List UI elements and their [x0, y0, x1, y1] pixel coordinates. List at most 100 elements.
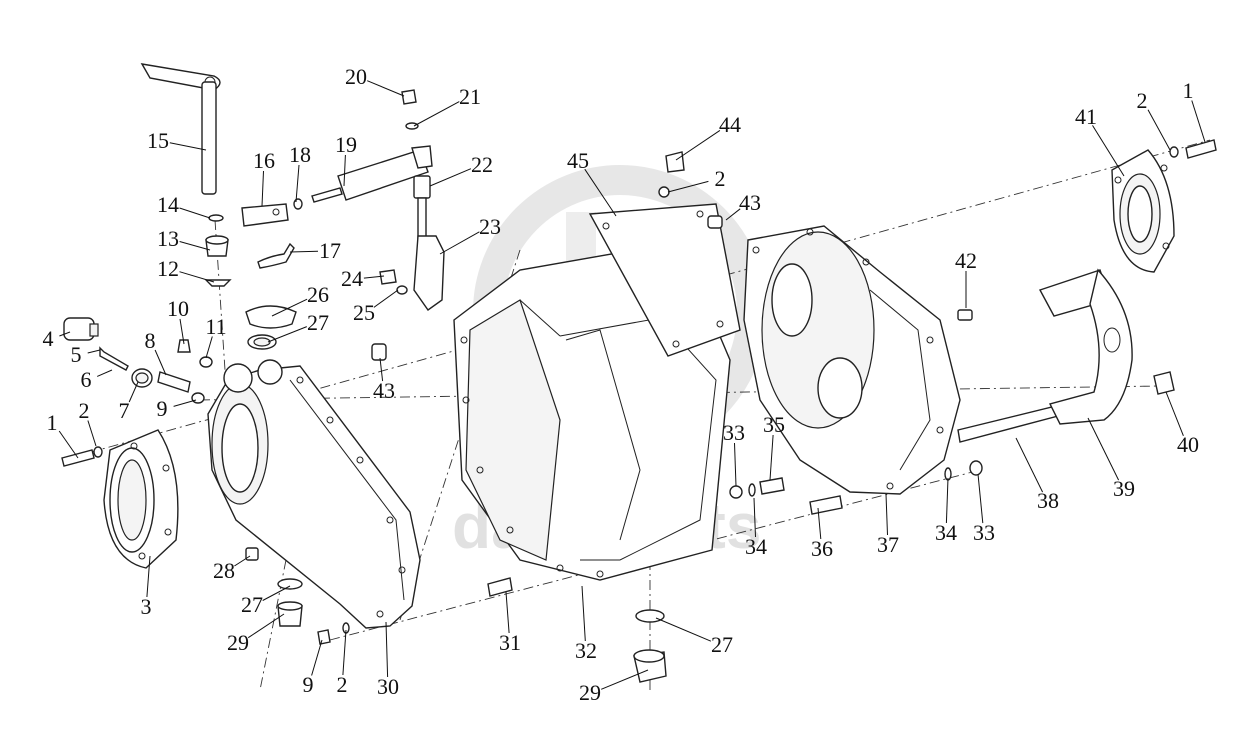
- fork-39: [1038, 268, 1133, 425]
- leader-line: [584, 168, 617, 217]
- callout-label: 11: [205, 314, 226, 339]
- callout-label: 32: [575, 638, 597, 663]
- callout-label: 36: [811, 536, 833, 561]
- callout-c45: 45: [567, 148, 617, 217]
- callout-label: 15: [147, 128, 169, 153]
- callout-label: 45: [567, 148, 589, 173]
- leader-line: [295, 164, 300, 203]
- callout-label: 23: [479, 214, 501, 239]
- callout-c33a: 33: [723, 420, 745, 487]
- callout-c29b: 29: [579, 669, 649, 705]
- leader-line: [1165, 391, 1184, 436]
- callout-label: 43: [739, 190, 761, 215]
- callout-c32: 32: [575, 585, 597, 663]
- callout-c33b: 33: [973, 473, 995, 545]
- flange-41: [1111, 149, 1175, 273]
- callout-c41: 41: [1075, 104, 1125, 177]
- stud-31: [487, 577, 513, 597]
- callout-c2c: 2: [667, 166, 726, 193]
- callout-label: 2: [337, 672, 348, 697]
- callout-label: 21: [459, 84, 481, 109]
- callout-c42: 42: [955, 248, 977, 308]
- callout-label: 39: [1113, 476, 1135, 501]
- callout-c2b: 2: [1137, 88, 1171, 151]
- callout-c18: 18: [289, 142, 311, 203]
- callout-c15: 15: [147, 128, 207, 153]
- callout-c34a: 34: [745, 497, 767, 559]
- bolt-44: [665, 151, 685, 173]
- callout-c27a: 27: [267, 310, 329, 343]
- nut-9-lower: [317, 629, 331, 645]
- callout-c20: 20: [345, 64, 405, 97]
- callout-c34b: 34: [935, 477, 957, 545]
- callout-c29a: 29: [227, 613, 285, 655]
- leader-line: [373, 289, 399, 308]
- leader-line: [262, 585, 291, 601]
- nut-33-right: [969, 460, 983, 476]
- callout-label: 1: [47, 410, 58, 435]
- callout-label: 20: [345, 64, 367, 89]
- leader-line: [945, 477, 949, 524]
- rod-22: [413, 175, 431, 239]
- callout-c26: 26: [271, 282, 329, 317]
- leader-line: [205, 336, 213, 359]
- leader-line: [385, 621, 389, 678]
- callout-label: 27: [711, 632, 733, 657]
- leader-line: [655, 617, 712, 642]
- callout-label: 16: [253, 148, 275, 173]
- callout-c4: 4: [43, 326, 71, 351]
- callout-label: 2: [1137, 88, 1148, 113]
- callout-label: 24: [341, 266, 363, 291]
- leader-line: [179, 241, 211, 251]
- nut-33-left: [729, 485, 743, 499]
- shift-lever: [140, 63, 221, 195]
- callout-label: 22: [471, 152, 493, 177]
- callout-c30: 30: [377, 621, 399, 699]
- leader-line: [179, 318, 185, 345]
- leader-line: [128, 381, 139, 403]
- leader-line: [173, 399, 197, 407]
- callout-c3: 3: [141, 555, 152, 619]
- callout-label: 28: [213, 558, 235, 583]
- leader-line: [439, 231, 480, 255]
- leader-line: [261, 170, 264, 207]
- callout-label: 30: [377, 674, 399, 699]
- switch-4: [63, 317, 99, 341]
- callout-c11: 11: [205, 314, 227, 359]
- callout-c44: 44: [675, 112, 741, 161]
- stud-35: [759, 477, 785, 495]
- leader-line: [146, 555, 151, 598]
- callout-c16: 16: [253, 148, 275, 207]
- leader-line: [601, 669, 649, 690]
- leader-line: [271, 298, 308, 317]
- callout-label: 5: [71, 342, 82, 367]
- nut-20: [401, 89, 417, 105]
- leader-line: [342, 629, 347, 676]
- callout-c7: 7: [119, 381, 139, 423]
- callout-label: 6: [81, 367, 92, 392]
- pin-17: [257, 242, 295, 269]
- callout-label: 4: [43, 326, 54, 351]
- pin-6: [99, 346, 129, 371]
- leader-line: [581, 585, 586, 642]
- callout-c2a: 2: [79, 398, 97, 447]
- leader-line: [97, 369, 113, 377]
- leader-line: [1191, 100, 1206, 143]
- washer-18: [293, 198, 303, 210]
- callout-label: 25: [353, 300, 375, 325]
- callout-c13: 13: [157, 226, 211, 251]
- nut-11: [199, 356, 213, 368]
- leader-line: [367, 80, 405, 97]
- shaft-38: [957, 405, 1059, 443]
- callout-label: 1: [1183, 78, 1194, 103]
- callout-c9a: 9: [157, 396, 197, 421]
- callout-label: 38: [1037, 488, 1059, 513]
- leader-line: [247, 613, 285, 639]
- callout-label: 29: [227, 630, 249, 655]
- callout-c9b: 9: [303, 639, 323, 697]
- callout-c31: 31: [499, 591, 521, 655]
- bracket-23: [413, 235, 445, 311]
- callout-label: 33: [973, 520, 995, 545]
- nut-9: [191, 392, 205, 404]
